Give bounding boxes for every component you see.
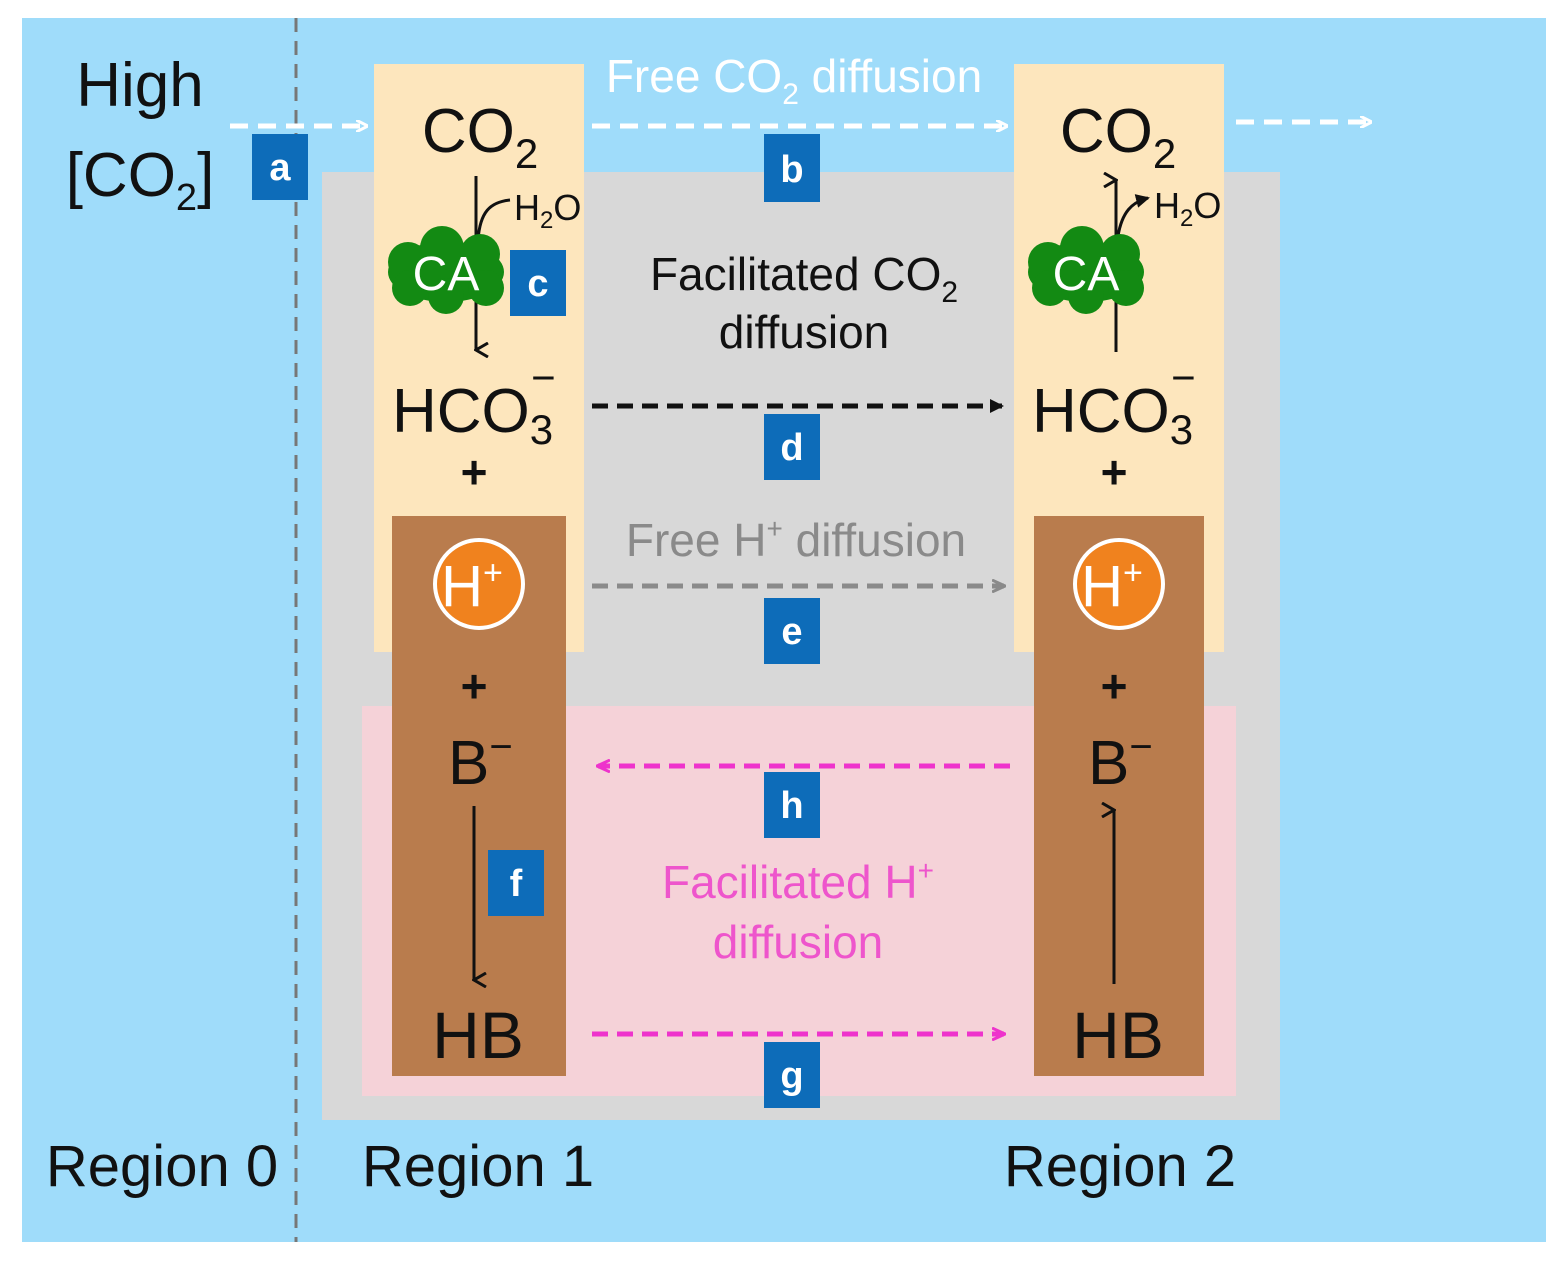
svg-text:H+: H+ [441, 554, 503, 619]
region2-plus-1: + [1101, 446, 1128, 498]
region2-h2o-output-curve [1116, 194, 1150, 237]
carbonic-anhydrase-cloud-icon [1028, 226, 1144, 314]
svg-text:a: a [269, 147, 291, 189]
region2-hco3: HCO3− [1032, 354, 1196, 453]
region1-co2: CO2 [422, 97, 538, 177]
free-h-diffusion-label: Free H+ diffusion [626, 513, 966, 566]
region2-proton-icon: H+ [1073, 538, 1165, 630]
badge-h: h [764, 772, 820, 838]
carbonic-anhydrase-cloud-icon [388, 226, 504, 314]
region2-plus-2: + [1101, 660, 1128, 712]
region2-hb: HB [1072, 998, 1164, 1072]
badge-g: g [764, 1042, 820, 1108]
svg-text:c: c [527, 263, 548, 305]
region1-hco3: HCO3− [392, 354, 556, 453]
free-co2-diffusion-label: Free CO2 diffusion [606, 50, 982, 111]
svg-text:g: g [780, 1055, 803, 1097]
svg-text:d: d [780, 427, 803, 469]
region0-label: Region 0 [46, 1134, 278, 1199]
badge-d: d [764, 414, 820, 480]
region1-hb: HB [432, 998, 524, 1072]
region1-label: Region 1 [362, 1134, 594, 1199]
region1-proton-icon: H+ [433, 538, 525, 630]
badge-f: f [488, 850, 544, 916]
region1-ca-label: CA [413, 248, 480, 301]
region2-h2o: H2O [1154, 185, 1221, 232]
badge-b: b [764, 134, 820, 202]
region2-co2: CO2 [1060, 97, 1176, 177]
region1-plus-1: + [461, 446, 488, 498]
region1-h2o-input-curve [476, 198, 511, 241]
region1-b-minus: B− [448, 725, 513, 798]
svg-text:f: f [510, 863, 523, 905]
svg-text:h: h [780, 785, 803, 827]
facilitated-co2-diffusion-label: Facilitated CO2 [650, 248, 958, 309]
badge-e: e [764, 598, 820, 664]
badge-a: a [252, 134, 308, 200]
region2-b-minus: B− [1088, 725, 1153, 798]
badge-c: c [510, 250, 566, 316]
facilitated-h-diffusion-label: Facilitated H+ [662, 855, 934, 908]
region1-h2o: H2O [514, 187, 581, 234]
region2-ca-label: CA [1053, 248, 1120, 301]
svg-text:b: b [780, 149, 803, 191]
facilitated-h-diffusion-label-line2: diffusion [713, 916, 884, 968]
region1-plus-2: + [461, 660, 488, 712]
region2-label: Region 2 [1004, 1134, 1236, 1199]
svg-text:e: e [781, 611, 802, 653]
co2-conc-label: [CO2] [66, 141, 215, 219]
svg-text:H+: H+ [1081, 554, 1143, 619]
high-label: High [76, 51, 204, 120]
facilitated-co2-diffusion-label-line2: diffusion [719, 306, 890, 358]
